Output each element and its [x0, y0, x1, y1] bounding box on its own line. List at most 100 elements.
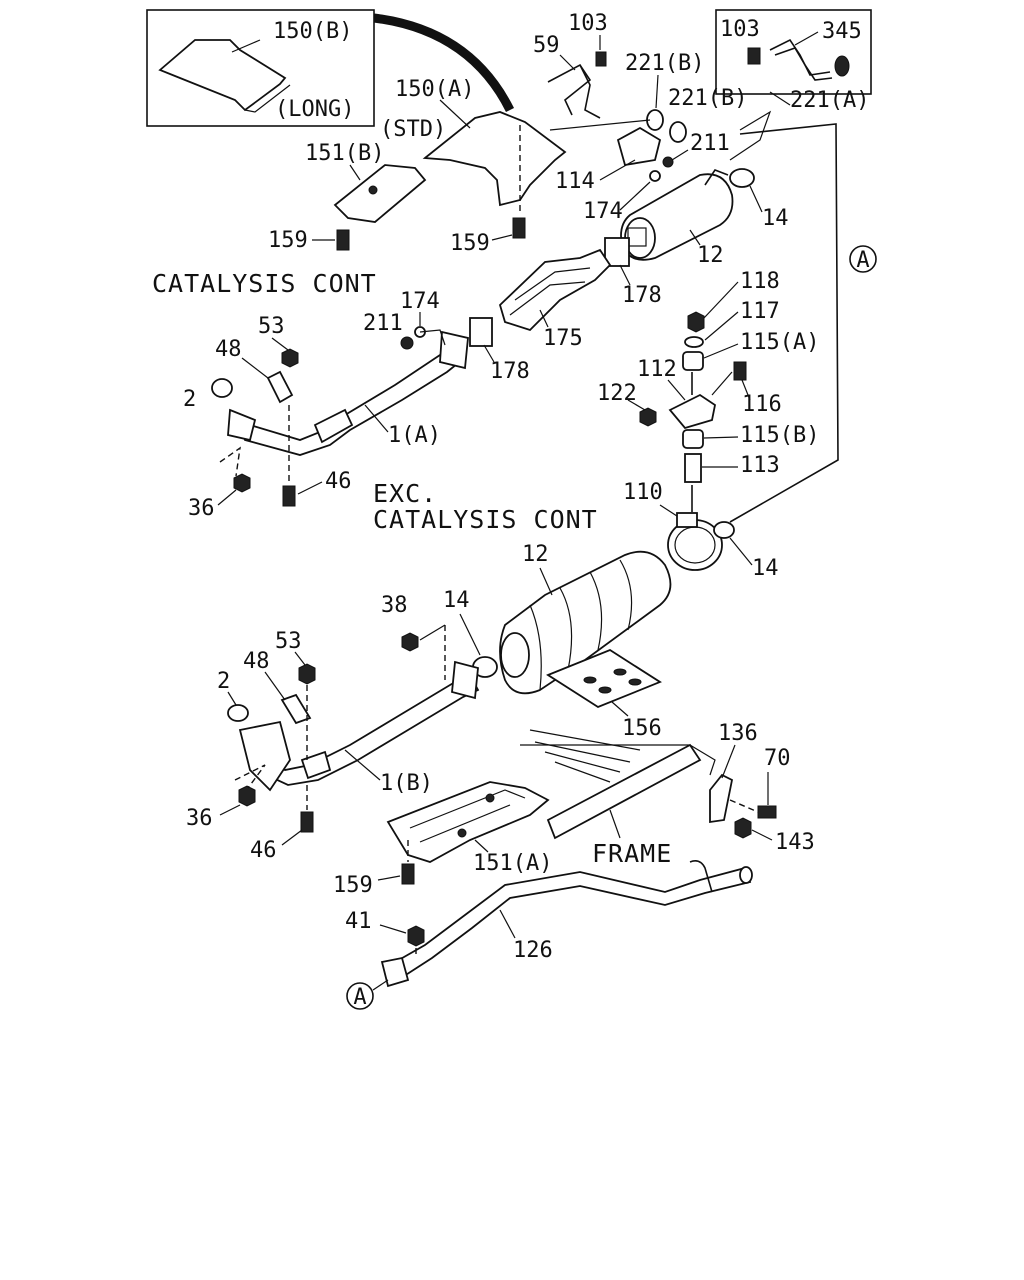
- washer-117: [684, 336, 704, 348]
- nut-211-mid: [400, 336, 414, 350]
- label-46-top: 46: [325, 469, 352, 494]
- bolt-46-top: [282, 485, 296, 507]
- bolt-159-low: [401, 863, 415, 885]
- label-103-top: 103: [568, 11, 608, 36]
- label-156: 156: [622, 716, 662, 741]
- rubber-221b-2: [669, 121, 687, 143]
- label-12-mid: 12: [522, 542, 549, 567]
- label-159-top-mid: 159: [450, 231, 490, 256]
- label-2-top: 2: [183, 387, 196, 412]
- label-115b: 115(B): [740, 423, 819, 448]
- ref-a-circle-bottom: [346, 982, 374, 1010]
- label-112: 112: [637, 357, 677, 382]
- nut-211-top: [662, 156, 674, 168]
- nut-36-top: [233, 473, 251, 493]
- tail-pipe-126: [388, 866, 752, 982]
- nut-53-low: [298, 663, 316, 685]
- label-174-mid: 174: [400, 289, 440, 314]
- bolt-159-top-mid: [512, 217, 526, 239]
- inset-box-right: [715, 9, 872, 95]
- label-159-top-left: 159: [268, 228, 308, 253]
- caption-long: (LONG): [275, 97, 354, 122]
- gasket-14-top: [729, 168, 755, 188]
- label-48-top: 48: [215, 337, 242, 362]
- gasket-178-left: [469, 317, 493, 347]
- nut-118: [687, 311, 705, 333]
- label-36-top: 36: [188, 496, 215, 521]
- label-14-low: 14: [443, 588, 470, 613]
- label-221a: 221(A): [790, 88, 869, 113]
- label-113: 113: [740, 453, 780, 478]
- label-117: 117: [740, 299, 780, 324]
- heat-shield-150a: [422, 111, 567, 207]
- label-59: 59: [533, 33, 560, 58]
- label-1a: 1(A): [388, 423, 441, 448]
- bolt-70: [757, 805, 777, 819]
- label-159-low: 159: [333, 873, 373, 898]
- muffler-12-mid: [499, 550, 672, 695]
- label-151b: 151(B): [305, 141, 384, 166]
- label-41: 41: [345, 909, 372, 934]
- heat-shield-long-shape: [158, 39, 287, 112]
- bolt-103-top: [595, 51, 607, 67]
- bolt-103-box: [747, 47, 761, 65]
- caption-catalysis-cont: CATALYSIS CONT: [152, 269, 377, 298]
- nut-41: [407, 925, 425, 947]
- label-118: 118: [740, 269, 780, 294]
- collar-113: [684, 453, 702, 483]
- label-136: 136: [718, 721, 758, 746]
- gasket-2-top: [211, 378, 233, 398]
- rubber-221a: [834, 55, 850, 77]
- label-48-low: 48: [243, 649, 270, 674]
- gasket-178-right: [604, 237, 630, 267]
- front-pipe-1b: [259, 673, 480, 786]
- label-150a: 150(A): [395, 77, 474, 102]
- nut-38: [401, 632, 419, 652]
- bracket-151b: [333, 164, 427, 223]
- inset-box-long: [146, 9, 375, 127]
- converter-175: [498, 248, 612, 332]
- caption-frame: FRAME: [592, 839, 672, 868]
- caption-exc: EXC.: [373, 479, 437, 508]
- nut-122: [639, 407, 657, 427]
- caption-std: (STD): [380, 117, 446, 142]
- label-126: 126: [513, 938, 553, 963]
- ref-a-line-right: [729, 123, 839, 523]
- label-53-top: 53: [258, 314, 285, 339]
- washer-174-top: [649, 170, 661, 182]
- nut-143: [734, 817, 752, 839]
- label-115a: 115(A): [740, 330, 819, 355]
- label-46-low: 46: [250, 838, 277, 863]
- label-14-mid: 14: [752, 556, 779, 581]
- caption-exc-catalysis: CATALYSIS CONT: [373, 505, 598, 534]
- label-178-right: 178: [622, 283, 662, 308]
- bolt-159-top-left: [336, 229, 350, 251]
- bracket-48-low: [280, 693, 312, 725]
- label-178-left: 178: [490, 359, 530, 384]
- label-14-top: 14: [762, 206, 789, 231]
- label-143: 143: [775, 830, 815, 855]
- label-150b: 150(B): [273, 19, 352, 44]
- label-174-top: 174: [583, 199, 623, 224]
- hanger-59: [547, 63, 592, 116]
- label-175: 175: [543, 326, 583, 351]
- label-53-low: 53: [275, 629, 302, 654]
- label-103-box: 103: [720, 17, 760, 42]
- label-114: 114: [555, 169, 595, 194]
- rubber-115b: [682, 429, 704, 449]
- rubber-115a: [682, 351, 704, 371]
- frame-rail: [546, 743, 702, 840]
- label-151a: 151(A): [473, 851, 552, 876]
- gasket-2-low: [227, 704, 249, 722]
- ref-a-label-right: A: [856, 248, 869, 273]
- ref-a-label-bottom: A: [353, 985, 366, 1010]
- label-211-top: 211: [690, 131, 730, 156]
- inset-arrow: [373, 13, 515, 113]
- label-12-top: 12: [697, 243, 724, 268]
- bolt-46-low: [300, 811, 314, 833]
- label-2-low: 2: [217, 669, 230, 694]
- label-221b-2: 221(B): [668, 86, 747, 111]
- bracket-136: [709, 773, 734, 824]
